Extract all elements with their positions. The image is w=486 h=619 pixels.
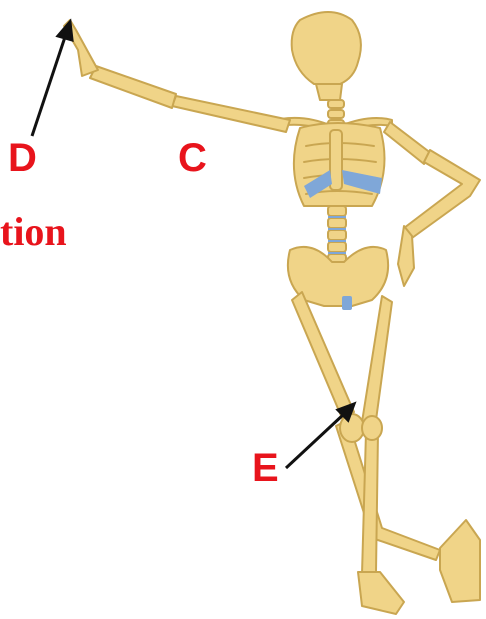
label-d: D	[8, 138, 37, 178]
right-humerus	[384, 122, 432, 164]
arrow-e	[286, 414, 344, 468]
skull	[292, 12, 361, 100]
skeleton	[64, 12, 480, 614]
label-e: E	[252, 448, 279, 488]
ribcage	[294, 123, 385, 206]
right-hand	[398, 226, 414, 286]
pubic-symphysis	[342, 296, 352, 310]
intervertebral-disc	[328, 240, 346, 242]
left-foot	[440, 520, 480, 602]
right-forearm	[404, 150, 480, 238]
right-patella	[362, 416, 382, 440]
intervertebral-disc	[328, 228, 346, 230]
left-femur	[292, 292, 354, 418]
left-forearm	[90, 66, 176, 108]
right-femur	[362, 296, 392, 422]
arrows	[32, 22, 354, 468]
arrow-d	[32, 34, 66, 136]
lumbar-spine	[328, 206, 346, 264]
left-humerus	[172, 96, 290, 132]
left-patella	[340, 414, 364, 442]
right-tibia	[362, 432, 378, 574]
partial-caption-text: tion	[0, 212, 67, 252]
intervertebral-disc	[328, 252, 346, 254]
intervertebral-disc	[328, 216, 346, 218]
label-c: C	[178, 138, 207, 178]
right-foot	[358, 572, 404, 614]
